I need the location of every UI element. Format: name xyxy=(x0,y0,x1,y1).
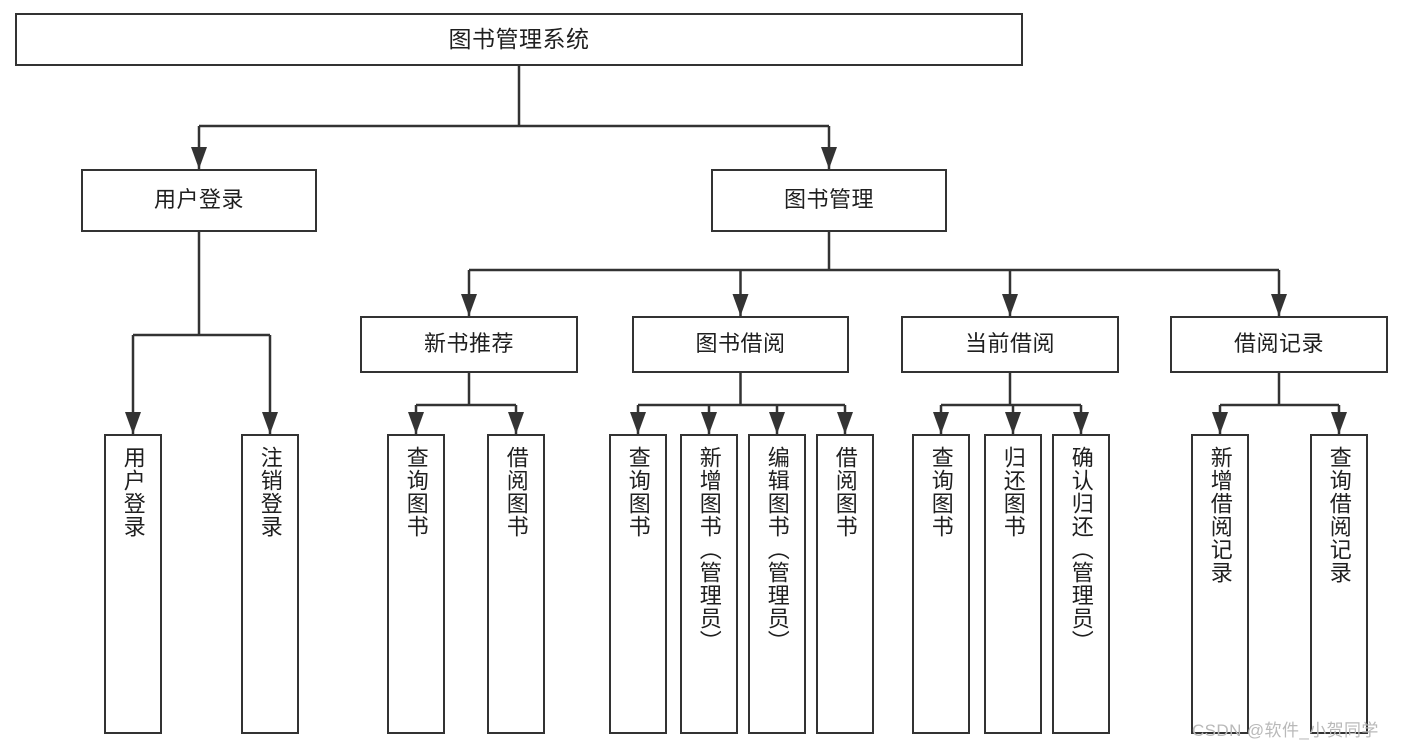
node-leaf-confirm-ret[interactable]: 确认归还（管理员） xyxy=(1052,434,1110,734)
node-label: 注销登录 xyxy=(257,446,283,538)
node-label: 查询图书 xyxy=(928,446,954,538)
node-leaf-add-record[interactable]: 新增借阅记录 xyxy=(1191,434,1249,734)
node-label: 编辑图书（管理员） xyxy=(764,446,790,653)
edge-arrowhead-icon xyxy=(508,412,524,434)
node-root[interactable]: 图书管理系统 xyxy=(15,13,1023,66)
node-label: 图书管理 xyxy=(783,187,874,213)
node-leaf-borrow-book-2[interactable]: 借阅图书 xyxy=(816,434,874,734)
node-user-login[interactable]: 用户登录 xyxy=(81,169,317,232)
node-leaf-logout[interactable]: 注销登录 xyxy=(241,434,299,734)
node-label: 新增图书（管理员） xyxy=(696,446,722,653)
node-book-borrow[interactable]: 图书借阅 xyxy=(632,316,849,373)
node-label: 用户登录 xyxy=(120,446,146,538)
node-label: 借阅图书 xyxy=(832,446,858,538)
edge-arrowhead-icon xyxy=(1331,412,1347,434)
edge-arrowhead-icon xyxy=(1212,412,1228,434)
edge-arrowhead-icon xyxy=(837,412,853,434)
node-label: 归还图书 xyxy=(1000,446,1026,538)
node-new-book-rec[interactable]: 新书推荐 xyxy=(360,316,578,373)
node-label: 用户登录 xyxy=(153,187,244,213)
edge-arrowhead-icon xyxy=(1073,412,1089,434)
node-label: 查询借阅记录 xyxy=(1326,446,1352,584)
node-label: 确认归还（管理员） xyxy=(1068,446,1094,653)
node-leaf-query-book-2[interactable]: 查询图书 xyxy=(609,434,667,734)
edge-arrowhead-icon xyxy=(262,412,278,434)
node-label: 查询图书 xyxy=(403,446,429,538)
edge-arrowhead-icon xyxy=(125,412,141,434)
node-leaf-add-book[interactable]: 新增图书（管理员） xyxy=(680,434,738,734)
edge-arrowhead-icon xyxy=(821,147,837,169)
edge-arrowhead-icon xyxy=(769,412,785,434)
node-book-manage[interactable]: 图书管理 xyxy=(711,169,947,232)
node-leaf-return-book[interactable]: 归还图书 xyxy=(984,434,1042,734)
node-label: 借阅图书 xyxy=(503,446,529,538)
node-label: 新增借阅记录 xyxy=(1207,446,1233,584)
edge-arrowhead-icon xyxy=(461,294,477,316)
node-leaf-edit-book[interactable]: 编辑图书（管理员） xyxy=(748,434,806,734)
node-borrow-record[interactable]: 借阅记录 xyxy=(1170,316,1388,373)
node-leaf-query-book-1[interactable]: 查询图书 xyxy=(387,434,445,734)
node-label: 图书管理系统 xyxy=(448,25,590,52)
node-label: 查询图书 xyxy=(625,446,651,538)
edge-arrowhead-icon xyxy=(933,412,949,434)
node-leaf-query-record[interactable]: 查询借阅记录 xyxy=(1310,434,1368,734)
edge-arrowhead-icon xyxy=(630,412,646,434)
node-leaf-borrow-book-1[interactable]: 借阅图书 xyxy=(487,434,545,734)
edge-arrowhead-icon xyxy=(1271,294,1287,316)
node-label: 新书推荐 xyxy=(423,331,514,357)
node-label: 图书借阅 xyxy=(695,331,786,357)
edge-arrowhead-icon xyxy=(732,294,749,316)
edge-arrowhead-icon xyxy=(408,412,424,434)
edge-arrowhead-icon xyxy=(701,412,717,434)
node-current-borrow[interactable]: 当前借阅 xyxy=(901,316,1119,373)
node-label: 借阅记录 xyxy=(1233,331,1324,357)
node-leaf-user-login[interactable]: 用户登录 xyxy=(104,434,162,734)
edge-arrowhead-icon xyxy=(1002,294,1018,316)
edge-arrowhead-icon xyxy=(191,147,207,169)
node-leaf-query-book-3[interactable]: 查询图书 xyxy=(912,434,970,734)
node-label: 当前借阅 xyxy=(964,331,1055,357)
edge-arrowhead-icon xyxy=(1005,412,1021,434)
